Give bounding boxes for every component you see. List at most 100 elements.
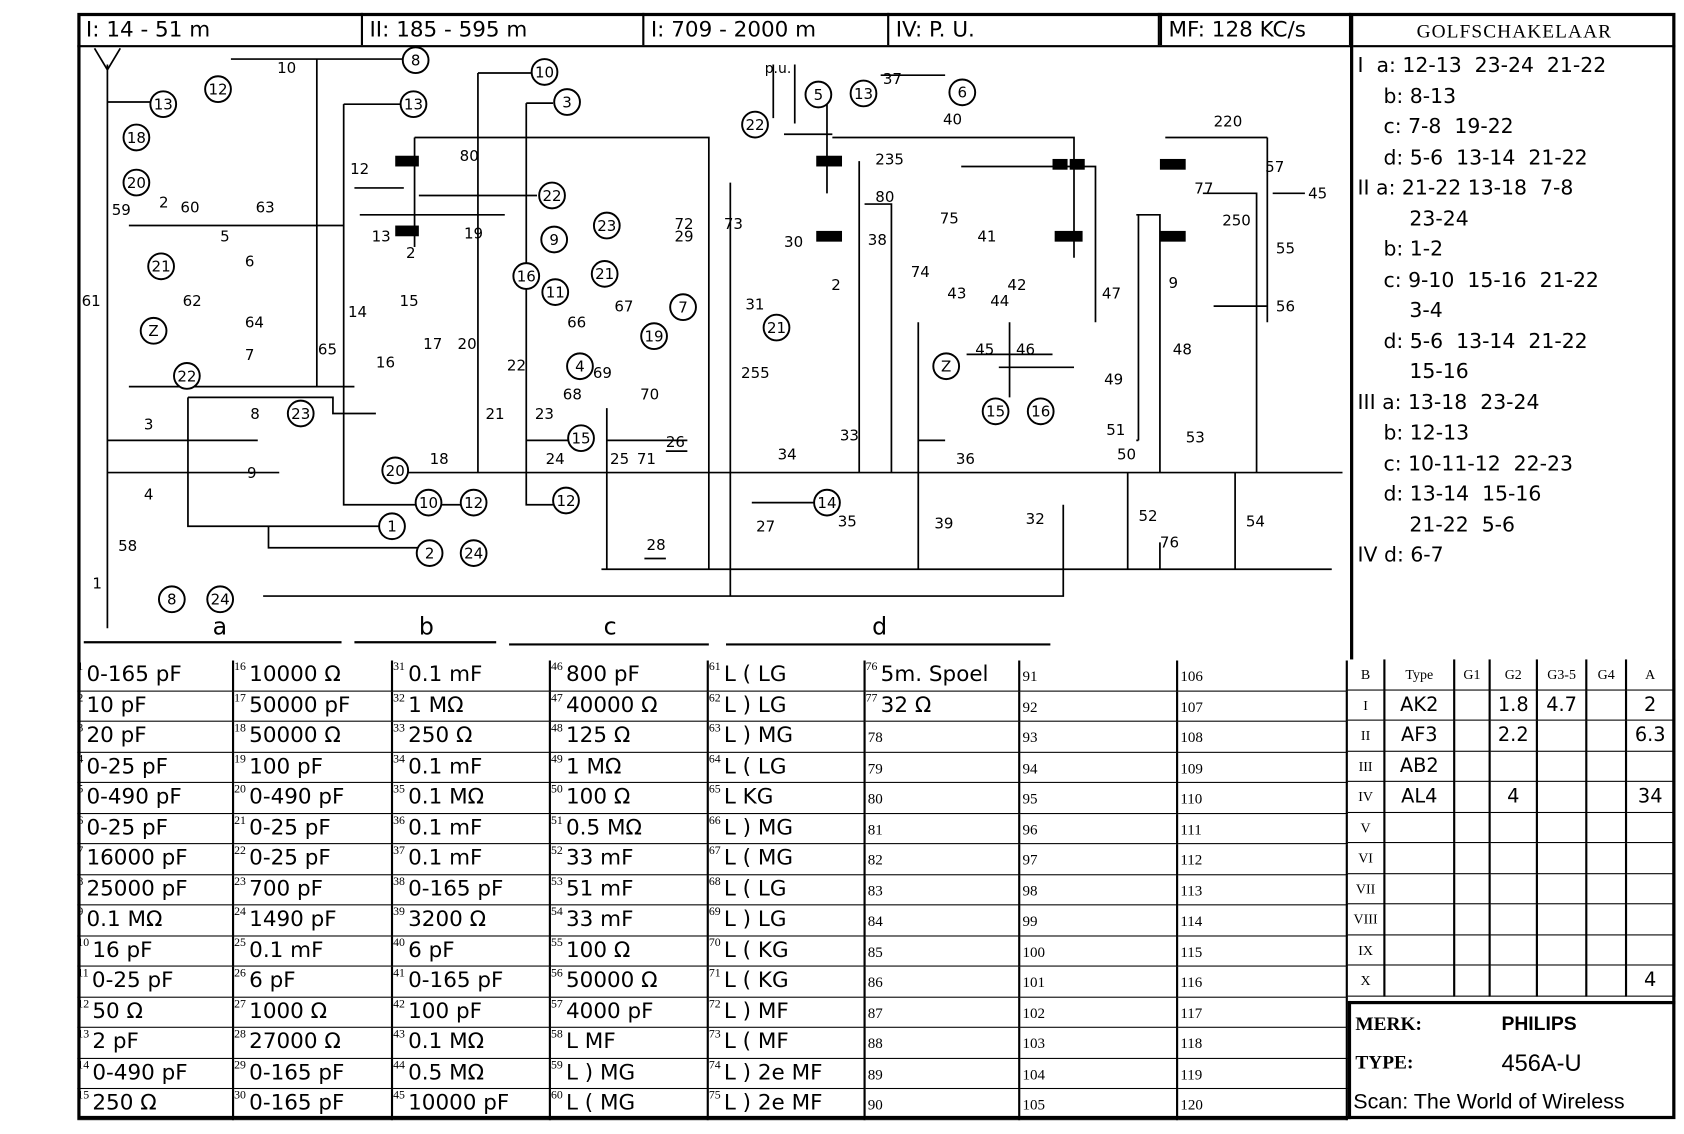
component-label: 56 [1276,297,1295,315]
part-value: L ( MG [565,1089,636,1115]
part-row: 110 [1178,782,1348,814]
part-number: 32 [393,691,405,705]
brand-box: MERK: PHILIPS TYPE: 456A-U Scan: The Wor… [1347,1000,1676,1120]
component-label: 37 [883,70,902,88]
component-label: 2 [406,244,416,262]
part-number: 62 [708,691,721,705]
part-number: 107 [1180,699,1203,716]
part-row: 120 [1178,1089,1348,1120]
part-number: 13 [77,1027,90,1041]
component-label: 26 [666,433,685,451]
part-number: 5 [77,782,84,796]
node-circle [592,211,621,240]
part-number: 45 [393,1089,405,1102]
part-row: 96 [1020,813,1179,845]
node-label: 3 [562,93,572,111]
node-label: 11 [546,283,565,301]
component-label: 69 [593,364,612,382]
part-number: 1 [77,660,84,674]
part-number: 12 [77,997,90,1011]
part-number: 65 [708,782,721,796]
tube-table-cell [1490,873,1538,905]
part-row: 114 [1178,905,1348,936]
node-marker: 8 [157,585,186,614]
part-value: L ) 2e MF [723,1058,823,1085]
node-label: 6 [958,84,968,102]
component-label: 77 [1194,179,1213,197]
part-row: 106 [1178,660,1348,692]
part-row: 98 [1020,874,1179,906]
node-label: 19 [645,328,664,346]
node-marker: 7 [669,293,697,322]
part-number: 84 [867,913,883,931]
switch-contact-line: 21-22 5-6 [1357,512,1516,537]
switch-contact-line: c: 7-8 19-22 [1357,114,1514,139]
component-label: 250 [1222,212,1251,230]
part-number: 73 [708,1027,721,1041]
tube-table-cell: AB2 [1385,751,1456,782]
part-row: 95 [1020,782,1179,814]
switch-contact-line: d: 5-6 13-14 21-22 [1357,145,1588,170]
node-circle [122,123,151,152]
node-circle [122,168,151,197]
part-number: 93 [1022,730,1038,747]
part-value: 20 pF [86,721,147,748]
component-label: 50 [1117,446,1136,464]
part-row: 105 [1020,1089,1179,1120]
node-circle [378,512,406,541]
part-number: 114 [1180,913,1203,931]
part-number: 35 [393,782,405,796]
node-label: 7 [678,299,688,317]
tube-table-cell [1537,812,1588,844]
node-label: 14 [817,494,836,512]
part-row: 78 [865,721,1021,753]
node-label: 12 [556,492,575,510]
part-value: 0-490 pF [92,1058,188,1085]
node-circle [401,46,430,74]
part-number: 15 [77,1089,90,1102]
part-number: 109 [1180,760,1203,778]
part-value: 0-490 pF [86,782,182,809]
part-number: 9 [77,905,84,919]
node-marker: 8 [401,46,430,74]
part-value: 0.5 MΩ [565,813,642,840]
part-number: 91 [1022,669,1038,686]
component-label: 3 [144,416,154,434]
tube-table-cell [1385,934,1456,966]
component-label: 48 [1173,340,1192,358]
part-number: 71 [708,966,721,980]
node-circle [530,58,559,86]
node-label: 22 [542,187,561,205]
tube-table-header: G2 [1490,659,1538,691]
part-value: L ) 2e MF [723,1089,823,1115]
component-label: 28 [647,536,666,554]
part-number: 57 [550,997,563,1011]
part-value: 50 Ω [92,997,143,1023]
component-label: 39 [934,514,953,532]
component-label: 22 [507,357,526,375]
part-number: 46 [550,660,563,674]
part-number: 52 [550,844,563,858]
part-number: 98 [1022,883,1038,900]
tube-symbols [395,155,1186,242]
component-label: 46 [1016,340,1035,358]
component-label: 76 [1160,534,1179,552]
node-marker: 12 [459,488,488,517]
tube-table-cell: IX [1347,934,1386,966]
tube-table-cell [1627,904,1676,935]
node-marker: Z [932,352,961,381]
part-row: 119 [1178,1058,1348,1090]
part-row: 85 [865,935,1021,967]
